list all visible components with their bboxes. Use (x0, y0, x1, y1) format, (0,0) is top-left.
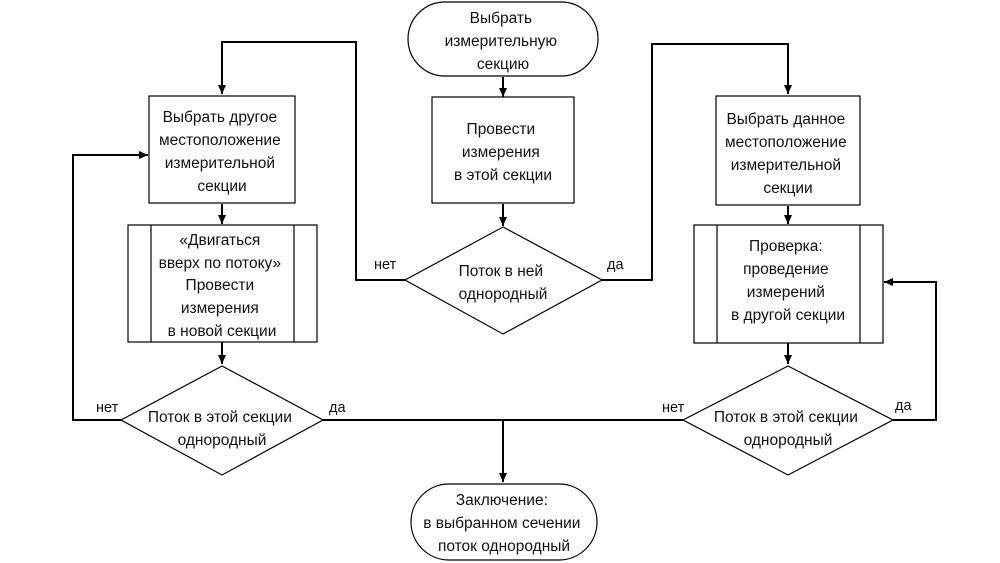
end-line-2: в выбранном сечении (423, 515, 580, 532)
decision-top-line-2: однородный (459, 286, 548, 303)
decision-right-line-2: однородный (744, 432, 833, 449)
right-select-line-2: местоположение (725, 134, 847, 151)
svg-text:Поток в ней однородный: Поток в ней однородный (459, 263, 548, 303)
end-line-1: Заключение: (456, 492, 548, 509)
left-predefined-process: «Двигаться вверх по потоку» Провести изм… (127, 224, 318, 343)
edge-label-top-yes: да (607, 257, 624, 273)
svg-text:Заключение: в выбранном: Заключение: в выбранном сечении поток од… (423, 492, 584, 555)
left-select-line-4: секции (197, 178, 246, 195)
arrow-left-no (72, 151, 148, 421)
arrow-top-no (218, 41, 405, 281)
edge-label-right-yes: да (895, 398, 912, 414)
edge-label-left-no: нет (96, 400, 119, 416)
measure-line-1: Провести (467, 121, 536, 138)
left-select-line-3: измерительной (165, 155, 275, 172)
end-line-3: поток однородный (438, 538, 570, 555)
right-select-line-1: Выбрать данное (726, 111, 845, 128)
start-node: Выбрать измерительную секцию (407, 1, 599, 77)
right-select-process: Выбрать данное местоположение измеритель… (715, 95, 861, 206)
start-line-2: измерительную (445, 33, 557, 50)
left-process-line-1: «Двигаться (179, 232, 260, 249)
left-select-line-1: Выбрать другое (163, 109, 278, 126)
decision-top-line-1: Поток в ней (459, 263, 543, 280)
right-process-line-1: Проверка: (749, 238, 823, 255)
svg-text:Проверка: проведение: Проверка: проведение измерений в другой … (731, 238, 845, 324)
arrow-right-yes (884, 278, 937, 421)
connectors (72, 41, 937, 482)
svg-text:Выбрать измерительную: Выбрать измерительную секцию (445, 10, 562, 73)
right-select-line-4: секции (763, 180, 812, 197)
svg-text:Выбрать данное местополо: Выбрать данное местоположение измеритель… (725, 111, 851, 197)
svg-text:Поток в этой секции одно: Поток в этой секции однородный (714, 409, 862, 449)
svg-text:Поток в этой секции одно: Поток в этой секции однородный (148, 409, 296, 449)
measure-process: Провести измерения в этой секции (431, 96, 575, 204)
measure-line-2: измерения (462, 144, 540, 161)
right-select-line-3: измерительной (731, 157, 841, 174)
right-process-line-2: проведение (743, 261, 828, 278)
left-process-line-3: Провести (186, 277, 255, 294)
start-line-3: секцию (477, 56, 529, 73)
left-select-line-2: местоположение (159, 132, 281, 149)
left-select-process: Выбрать другое местоположение измеритель… (148, 95, 296, 204)
decision-right-line-1: Поток в этой секции (714, 409, 858, 426)
decision-left-line-2: однородный (178, 432, 267, 449)
decision-left-line-1: Поток в этой секции (148, 409, 292, 426)
edge-label-right-no: нет (662, 400, 685, 416)
left-process-line-5: в новой секции (168, 323, 277, 340)
right-process-line-3: измерений (747, 284, 825, 301)
svg-text:Выбрать другое местополо: Выбрать другое местоположение измеритель… (159, 109, 285, 195)
left-process-line-2: вверх по потоку» (159, 255, 281, 272)
measure-line-3: в этой секции (454, 167, 552, 184)
end-node: Заключение: в выбранном сечении поток од… (410, 483, 598, 561)
edge-label-left-yes: да (329, 400, 346, 416)
svg-text:Провести измерения: Провести измерения в этой секции (454, 121, 552, 184)
left-process-line-4: измерения (181, 300, 259, 317)
right-process-line-4: в другой секции (731, 307, 845, 324)
svg-text:«Двигаться вверх по пото: «Двигаться вверх по потоку» Провести изм… (159, 232, 286, 340)
arrow-top-yes (602, 43, 792, 281)
right-predefined-process: Проверка: проведение измерений в другой … (693, 224, 884, 344)
decision-left: Поток в этой секции однородный (119, 365, 325, 476)
decision-top: Поток в ней однородный (403, 226, 604, 335)
edge-label-top-no: нет (374, 257, 397, 273)
start-line-1: Выбрать (470, 10, 532, 27)
decision-right: Поток в этой секции однородный (681, 365, 895, 476)
